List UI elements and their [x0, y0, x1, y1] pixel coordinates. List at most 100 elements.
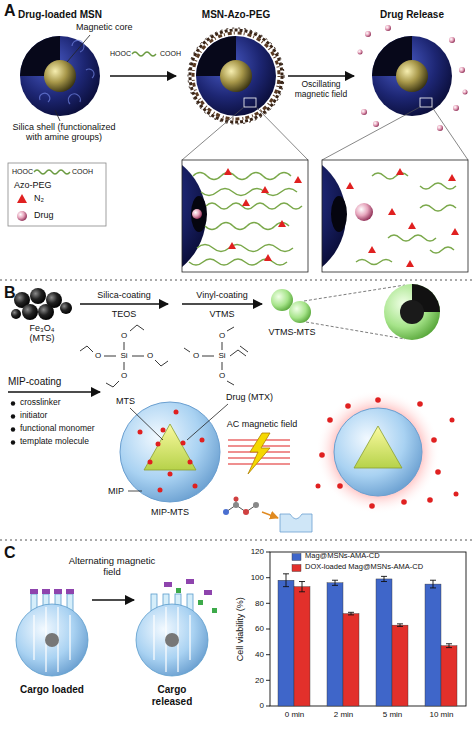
part-label: MIP	[108, 486, 124, 496]
drug-release-particle	[427, 497, 433, 503]
zoom-inset	[197, 245, 293, 252]
panel-letter: B	[4, 284, 16, 302]
teos-structure	[130, 325, 144, 331]
bullet-dot	[11, 427, 15, 431]
cargo-loaded-particle	[33, 615, 35, 660]
cargo-loaded-particle	[30, 589, 74, 594]
legend-text: Azo-PEG	[14, 180, 52, 190]
zoom-inset	[356, 260, 392, 265]
zoom-inset	[278, 220, 286, 227]
part-label: Magnetic core	[76, 22, 133, 32]
mip-mts-particle	[200, 438, 205, 443]
drug-release-particle	[345, 403, 351, 409]
magnetic-field-symbol	[228, 463, 290, 464]
drug-release-particle	[354, 426, 402, 468]
zoom-inset	[205, 223, 289, 230]
vtms-structure	[227, 381, 234, 385]
cargo-loaded-particle	[69, 615, 71, 660]
magnetite-particles	[60, 302, 72, 314]
drug-release-particle	[337, 483, 343, 489]
arrow-label: Oscillating magnetic field	[286, 80, 356, 100]
mip-mts-particle	[148, 460, 153, 465]
process-arrow	[182, 303, 262, 305]
teos-structure	[104, 342, 144, 370]
error-bar	[332, 585, 338, 586]
zoom-line	[256, 107, 308, 160]
leader-line	[187, 404, 228, 440]
msn-azo-peg-particle	[196, 36, 276, 116]
mip-mts-particle	[158, 488, 163, 493]
zoom-inset	[224, 168, 232, 175]
atom-label: O	[219, 331, 225, 340]
drug-release-particle	[431, 437, 437, 443]
category-label: 10 min	[429, 710, 453, 719]
zoom-inset	[331, 196, 347, 232]
zoom-inset	[206, 203, 302, 209]
magnetic-field-symbol	[228, 433, 290, 474]
tick-label: 0	[260, 701, 264, 710]
atom-label: O	[219, 371, 225, 380]
cargo-loaded-particle	[34, 607, 70, 672]
released-particle	[463, 90, 468, 95]
drug-molecule	[243, 509, 249, 515]
legend-swatch	[292, 554, 301, 561]
zoom-inset	[406, 260, 414, 267]
tick-label: 20	[255, 676, 264, 685]
legend-box	[34, 170, 70, 174]
cargo-released-particle	[165, 633, 179, 647]
legend-box	[17, 194, 27, 203]
legend-box	[8, 163, 106, 226]
msn-azo-peg-particle	[188, 28, 284, 124]
drug-release-particle	[369, 503, 375, 509]
mip-mts-particle	[120, 402, 220, 502]
zoom-inset	[228, 242, 236, 249]
cargo-released-particle	[176, 588, 217, 613]
chart-axes	[266, 577, 270, 578]
error-bar	[381, 576, 387, 577]
arrow-label: Alternating magnetic field	[67, 556, 157, 578]
part-label: Cargo released	[137, 684, 207, 707]
vtms-mts-particles	[384, 284, 440, 340]
chart-axes	[266, 629, 270, 630]
chart-axes	[270, 552, 466, 706]
drug-release-particle	[375, 397, 381, 403]
vtms-mts-particles	[271, 289, 293, 311]
cargo-released-particle	[176, 588, 181, 593]
drug-molecule	[280, 514, 312, 532]
teos-structure	[80, 325, 168, 387]
process-arrow	[92, 599, 134, 601]
error-bar	[335, 580, 336, 585]
released-particle	[396, 60, 428, 92]
tick-label: 120	[251, 547, 264, 556]
cargo-loaded-particle	[42, 589, 50, 594]
mip-mts-particle	[181, 441, 186, 446]
vtms-structure	[227, 327, 234, 331]
error-bar	[348, 612, 354, 613]
process-arrow	[80, 303, 168, 305]
zoom-inset	[322, 160, 468, 272]
zoom-inset	[356, 173, 456, 265]
atom-label: O	[95, 351, 101, 360]
zoom-inset	[448, 174, 456, 181]
error-bar	[332, 580, 338, 581]
cargo-loaded-particle	[30, 589, 38, 594]
chart-axes	[266, 680, 270, 681]
teos-structure	[106, 381, 119, 387]
atom-label: O	[147, 351, 153, 360]
mip-mts-particle	[144, 424, 196, 470]
error-bar	[397, 623, 403, 624]
drug-release-particle	[316, 390, 459, 514]
zoom-inset	[189, 173, 302, 266]
zoom-inset	[346, 182, 354, 189]
part-label: VTMS-MTS	[269, 327, 316, 337]
arrow-label: AC magnetic field	[227, 419, 298, 429]
formula-label: COOH	[160, 50, 181, 58]
process-arrow	[288, 75, 354, 77]
error-bar	[283, 586, 289, 587]
drug-release-particle	[401, 499, 407, 505]
bar	[278, 580, 294, 706]
zoom-inset	[182, 160, 308, 272]
legend-text: DOX-loaded Mag@MSNs-AMA-CD	[305, 563, 423, 572]
bullet-item: functional monomer	[20, 424, 95, 434]
